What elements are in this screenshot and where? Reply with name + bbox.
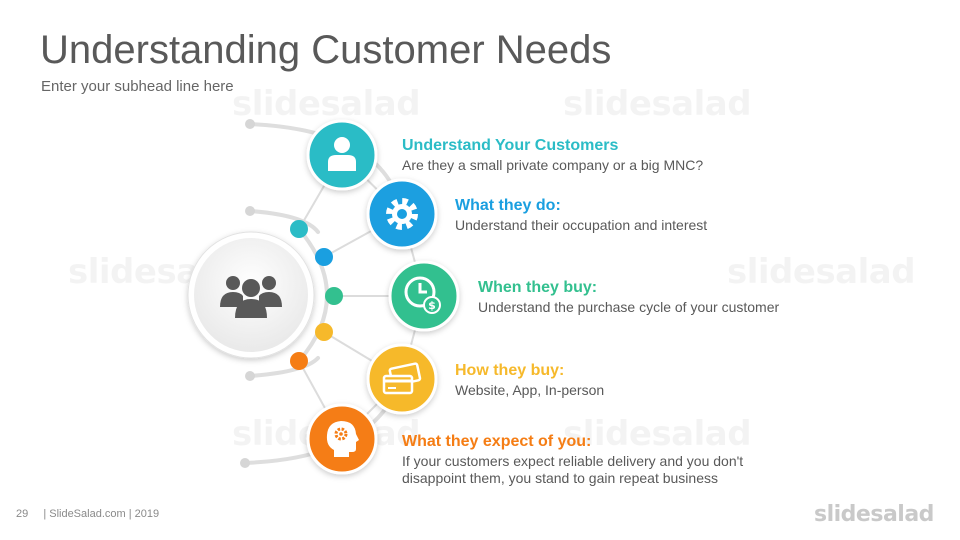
item-heading: What they do:: [455, 197, 561, 214]
footer-text: | SlideSalad.com | 2019: [43, 508, 160, 520]
head-gear-icon: [326, 421, 359, 457]
gear-icon: [386, 198, 418, 230]
arc-dot: [315, 323, 333, 341]
center-node: [187, 231, 315, 359]
item-description: Are they a small private company or a bi…: [402, 157, 704, 173]
arc-dot: [290, 220, 308, 238]
page-subtitle: Enter your subhead line here: [41, 78, 234, 95]
item-what-they-expect: What they expect of you: If your custome…: [402, 433, 762, 487]
watermark: slidesalad: [232, 84, 421, 124]
item-description: Understand their occupation and interest: [455, 217, 708, 233]
page-title: Understanding Customer Needs: [40, 28, 612, 72]
item-heading: How they buy:: [455, 362, 565, 379]
svg-text:$: $: [428, 299, 436, 312]
watermark: slidesalad: [727, 252, 916, 292]
brand-logo: slidesalad: [814, 502, 934, 527]
watermark: slidesalad: [563, 414, 752, 454]
credit-cards-icon: [382, 362, 422, 395]
item-heading: When they buy:: [478, 279, 598, 296]
item-description: If your customers expect reliable delive…: [402, 453, 744, 486]
item-when-they-buy: When they buy: Understand the purchase c…: [478, 279, 858, 316]
node-what-they-do: [366, 178, 438, 250]
node-understand-customers: [306, 119, 378, 191]
item-description: Website, App, In-person: [455, 382, 605, 398]
arc-dot: [290, 352, 308, 370]
item-description: Understand the purchase cycle of your cu…: [478, 299, 780, 315]
arc-dot: [315, 248, 333, 266]
node-what-they-expect: [306, 403, 378, 475]
item-what-they-do: What they do: Understand their occupatio…: [455, 197, 815, 234]
users-group-icon: [220, 276, 282, 318]
item-heading: Understand Your Customers: [402, 137, 619, 154]
node-when-they-buy: $: [388, 260, 460, 332]
watermark: slidesalad: [563, 84, 752, 124]
item-how-they-buy: How they buy: Website, App, In-person: [455, 362, 815, 399]
footer: 29 | SlideSalad.com | 2019: [16, 508, 159, 520]
page-number: 29: [16, 508, 29, 520]
person-icon: [328, 137, 356, 171]
item-heading: What they expect of you:: [402, 433, 592, 450]
node-how-they-buy: [366, 343, 438, 415]
item-understand-customers: Understand Your Customers Are they a sma…: [402, 137, 762, 174]
clock-dollar-icon: $: [404, 276, 441, 314]
arc-dot: [325, 287, 343, 305]
